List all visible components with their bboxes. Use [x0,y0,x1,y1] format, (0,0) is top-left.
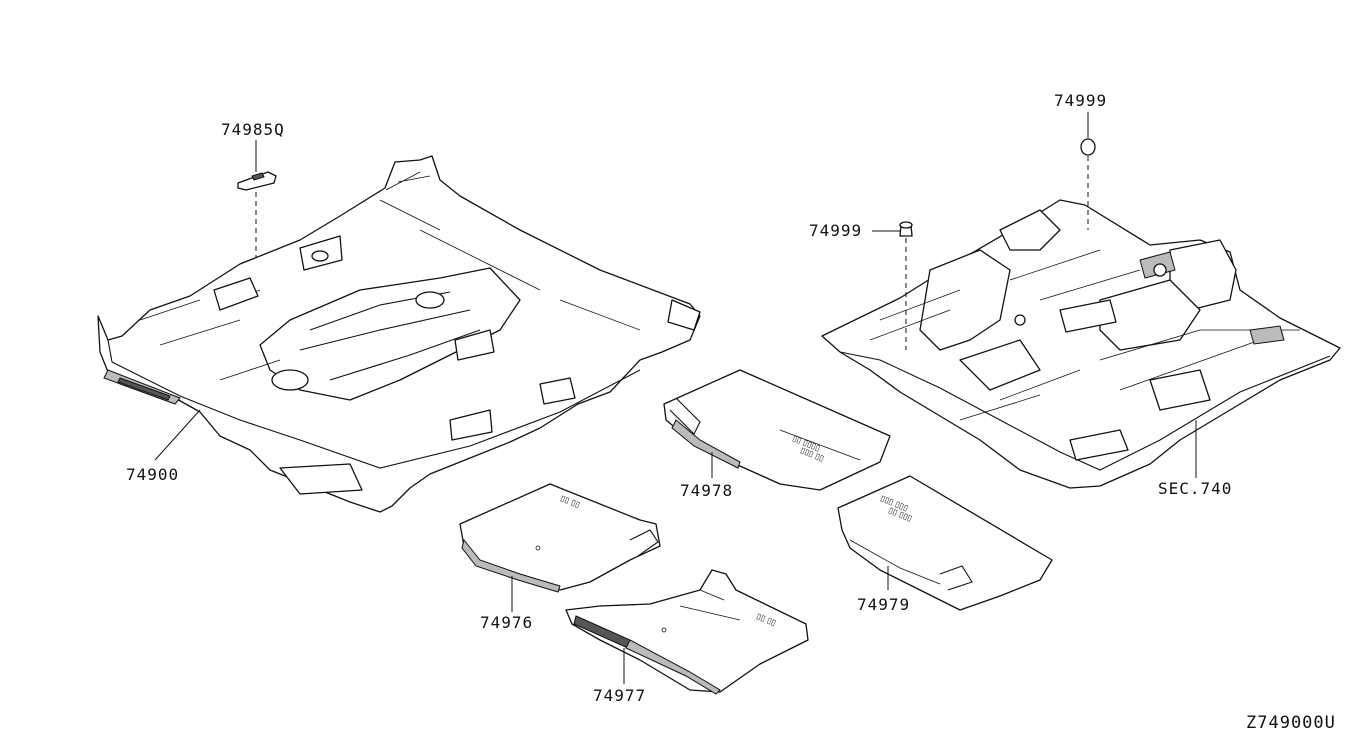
part-74900-floor-carpet[interactable] [97,155,701,513]
part-sec740-body-floor[interactable] [821,199,1341,489]
leader-74900 [154,409,201,461]
part-74978-floor-mat[interactable]: ▯▯ ▯▯▯▯ ▯▯▯ ▯▯ [663,369,891,491]
callout-sec740[interactable]: SEC.740 [1158,479,1233,498]
callout-74999-left[interactable]: 74999 [809,221,863,240]
callout-74999-top[interactable]: 74999 [1054,91,1108,110]
callout-74978[interactable]: 74978 [680,481,734,500]
callout-74976[interactable]: 74976 [480,613,534,632]
part-74999-plug-top[interactable] [1080,138,1096,156]
part-74999-plug-left[interactable] [899,221,913,237]
callout-74900[interactable]: 74900 [126,465,180,484]
part-74976-floor-mat[interactable]: ▯▯ ▯▯ [459,483,661,593]
part-74977-floor-mat[interactable]: ▯▯ ▯▯ [565,569,809,695]
part-74985q-clip[interactable] [237,171,277,191]
callout-74985q[interactable]: 74985Q [221,120,285,139]
diagram-id: Z749000U [1246,713,1336,733]
part-74979-floor-mat[interactable]: ▯▯▯ ▯▯▯ ▯▯ ▯▯▯ [837,475,1053,611]
callout-74979[interactable]: 74979 [857,595,911,614]
callout-74977[interactable]: 74977 [593,686,647,705]
